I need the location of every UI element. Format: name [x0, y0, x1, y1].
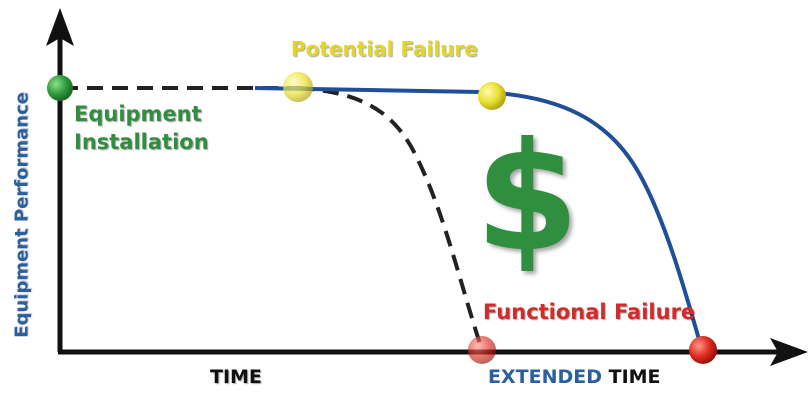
time-label: TIME: [210, 366, 262, 388]
installation-label-line1: Equipment: [74, 102, 202, 126]
extended-life-curve: [254, 86, 704, 351]
x-axis-arrowhead: [770, 338, 808, 366]
potential-failure-point-extended: [478, 82, 506, 110]
functional-failure-label: Functional Failure: [483, 300, 696, 324]
functional-failure-point-early: [468, 336, 496, 364]
extended-word: EXTENDED: [488, 366, 602, 388]
potential-failure-point-early: [283, 72, 313, 102]
dashed-failure-curve: [297, 86, 484, 351]
installation-label: Equipment Installation: [74, 100, 209, 156]
installation-label-line2: Installation: [74, 130, 209, 154]
potential-failure-label: Potential Failure: [291, 37, 478, 61]
functional-failure-point-extended: [689, 336, 717, 364]
installation-point: [47, 75, 73, 101]
y-axis-arrowhead: [46, 8, 74, 46]
extended-time-word: TIME: [608, 366, 661, 388]
y-axis-label: Equipment Performance: [11, 92, 33, 338]
extended-time-label: EXTENDED TIME: [488, 366, 661, 388]
dollar-sign-icon: $: [475, 111, 580, 285]
